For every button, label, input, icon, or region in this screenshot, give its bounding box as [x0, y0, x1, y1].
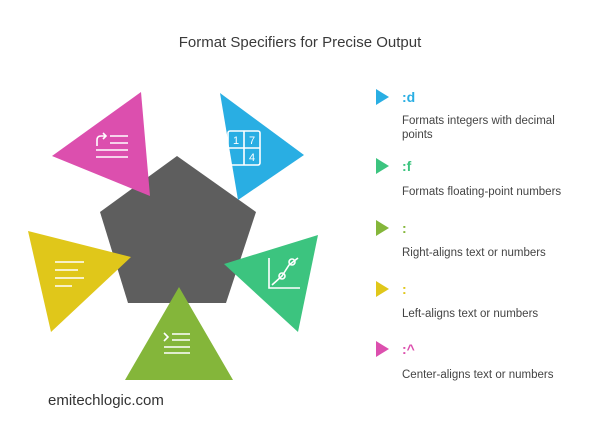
- share-list-icon: [96, 132, 128, 158]
- play-arrow-icon: [376, 89, 389, 105]
- segment-center-align-triangle: [52, 92, 150, 196]
- number-grid-digit: 1: [233, 135, 239, 147]
- legend-description: Formats integers with decimal points: [402, 115, 555, 141]
- segment-d: 1 7 4: [220, 93, 304, 200]
- legend-code: :^: [402, 341, 415, 357]
- legend-code: :f: [402, 158, 412, 174]
- number-grid-icon: [227, 130, 261, 166]
- legend-code: :: [402, 220, 407, 236]
- legend-description: Formats floating-point numbers: [402, 186, 562, 198]
- segment-f: [224, 235, 318, 332]
- play-arrow-icon: [376, 281, 389, 297]
- center-pentagon: [100, 156, 256, 303]
- play-arrow-icon: [376, 220, 389, 236]
- right-align-icon: [163, 332, 190, 354]
- diagram-title: Format Specifiers for Precise Output: [178, 34, 422, 51]
- legend-code: :: [402, 281, 407, 297]
- number-grid-digit: 4: [249, 152, 255, 164]
- segment-right-align: [125, 287, 233, 380]
- left-align-icon: [55, 261, 84, 287]
- number-grid-digit: 7: [249, 135, 255, 147]
- legend-description: Left-aligns text or numbers: [402, 308, 539, 320]
- footer-site-name: emitechlogic.com: [48, 392, 164, 409]
- legend-description: Right-aligns text or numbers: [402, 247, 546, 259]
- segment-center-align: [52, 92, 150, 196]
- legend-description: Center-aligns text or numbers: [402, 369, 554, 381]
- segment-left-align: [28, 231, 131, 332]
- play-arrow-icon: [376, 158, 389, 174]
- segment-d-triangle: [220, 93, 304, 200]
- line-chart-icon: [268, 257, 300, 289]
- segment-left-align-triangle: [28, 231, 131, 332]
- play-arrow-icon: [376, 341, 389, 357]
- legend-code: :d: [402, 89, 416, 105]
